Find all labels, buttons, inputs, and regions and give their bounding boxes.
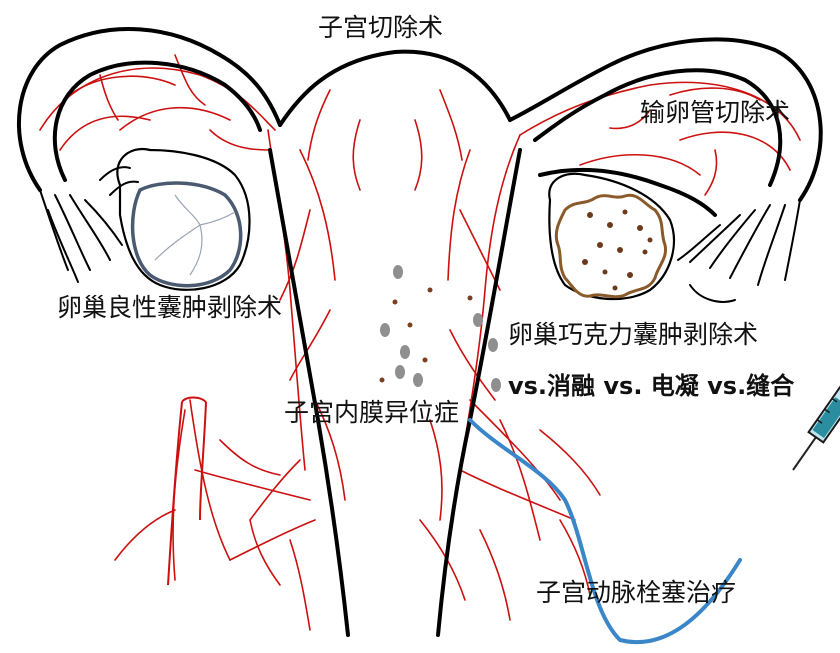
syringe-icon (782, 336, 840, 478)
endometriosis-lesions (380, 265, 502, 392)
label-benign-cystectomy: 卵巢良性囊肿剥除术 (57, 295, 282, 320)
endometrioma (556, 195, 665, 296)
label-salpingectomy: 输卵管切除术 (640, 100, 790, 125)
left-ovary (117, 149, 249, 290)
label-hysterectomy: 子宫切除术 (318, 15, 443, 40)
catheter (470, 420, 740, 642)
right-ovary (549, 174, 674, 299)
label-ablation-comparison: vs.消融 vs. 电凝 vs.缝合 (508, 374, 794, 398)
label-chocolate-cystectomy: 卵巢巧克力囊肿剥除术 (508, 322, 758, 347)
right-fimbriae (678, 200, 800, 302)
label-endometriosis: 子宫内膜异位症 (284, 400, 459, 425)
label-uterine-artery-embolization: 子宫动脉栓塞治疗 (536, 580, 736, 605)
left-fimbriae (40, 167, 138, 282)
